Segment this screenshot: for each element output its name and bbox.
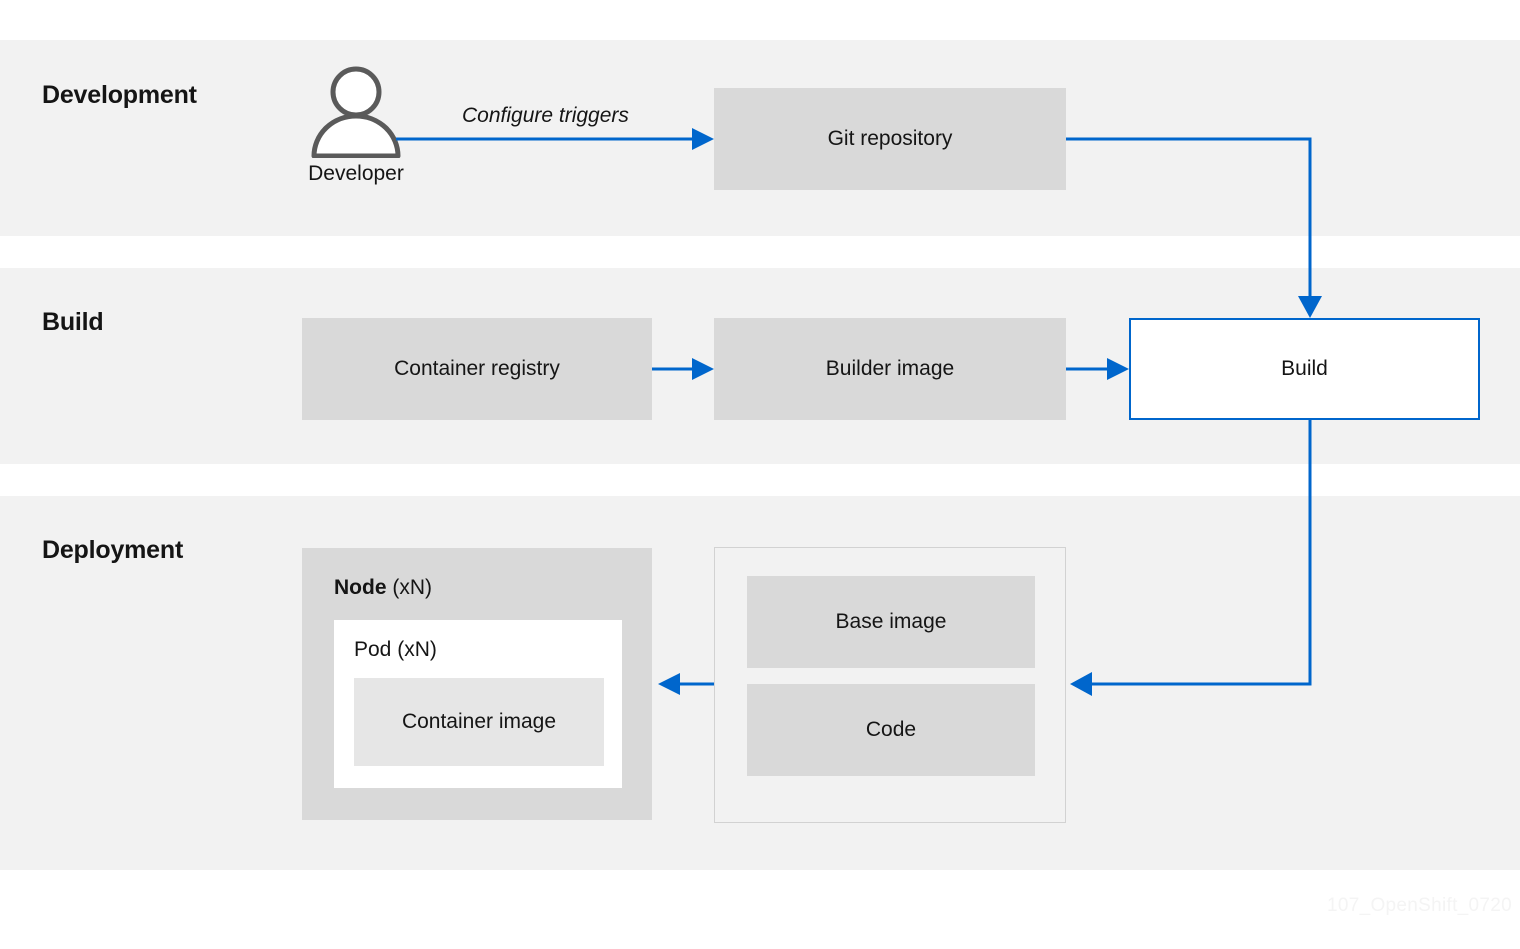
node-build[interactable]: Build (1129, 318, 1480, 420)
node-container-registry[interactable]: Container registry (302, 318, 652, 420)
developer-label: Developer (308, 162, 404, 185)
band-title-deployment: Deployment (42, 536, 184, 564)
node-base-image[interactable]: Base image (747, 576, 1035, 668)
pod-label: Pod (xN) (354, 638, 437, 661)
node-builder-image[interactable]: Builder image (714, 318, 1066, 420)
band-title-build: Build (42, 308, 104, 336)
node-label-multiplier: (xN) (392, 576, 432, 599)
person-icon (311, 66, 401, 158)
developer-group: Developer (300, 66, 412, 198)
node-label: Node (xN) (334, 576, 432, 600)
edge-label-configure-triggers: Configure triggers (462, 104, 629, 127)
node-code[interactable]: Code (747, 684, 1035, 776)
node-git-repository[interactable]: Git repository (714, 88, 1066, 190)
node-pod[interactable]: Pod (xN) Container image (334, 620, 622, 788)
node-container-image[interactable]: Container image (354, 678, 604, 766)
node-label-name: Node (334, 576, 387, 599)
group-image-artifacts: Base image Code (714, 547, 1066, 823)
band-title-development: Development (42, 81, 197, 109)
node-node[interactable]: Node (xN) Pod (xN) Container image (302, 548, 652, 820)
watermark-label: 107_OpenShift_0720 (1327, 895, 1512, 916)
